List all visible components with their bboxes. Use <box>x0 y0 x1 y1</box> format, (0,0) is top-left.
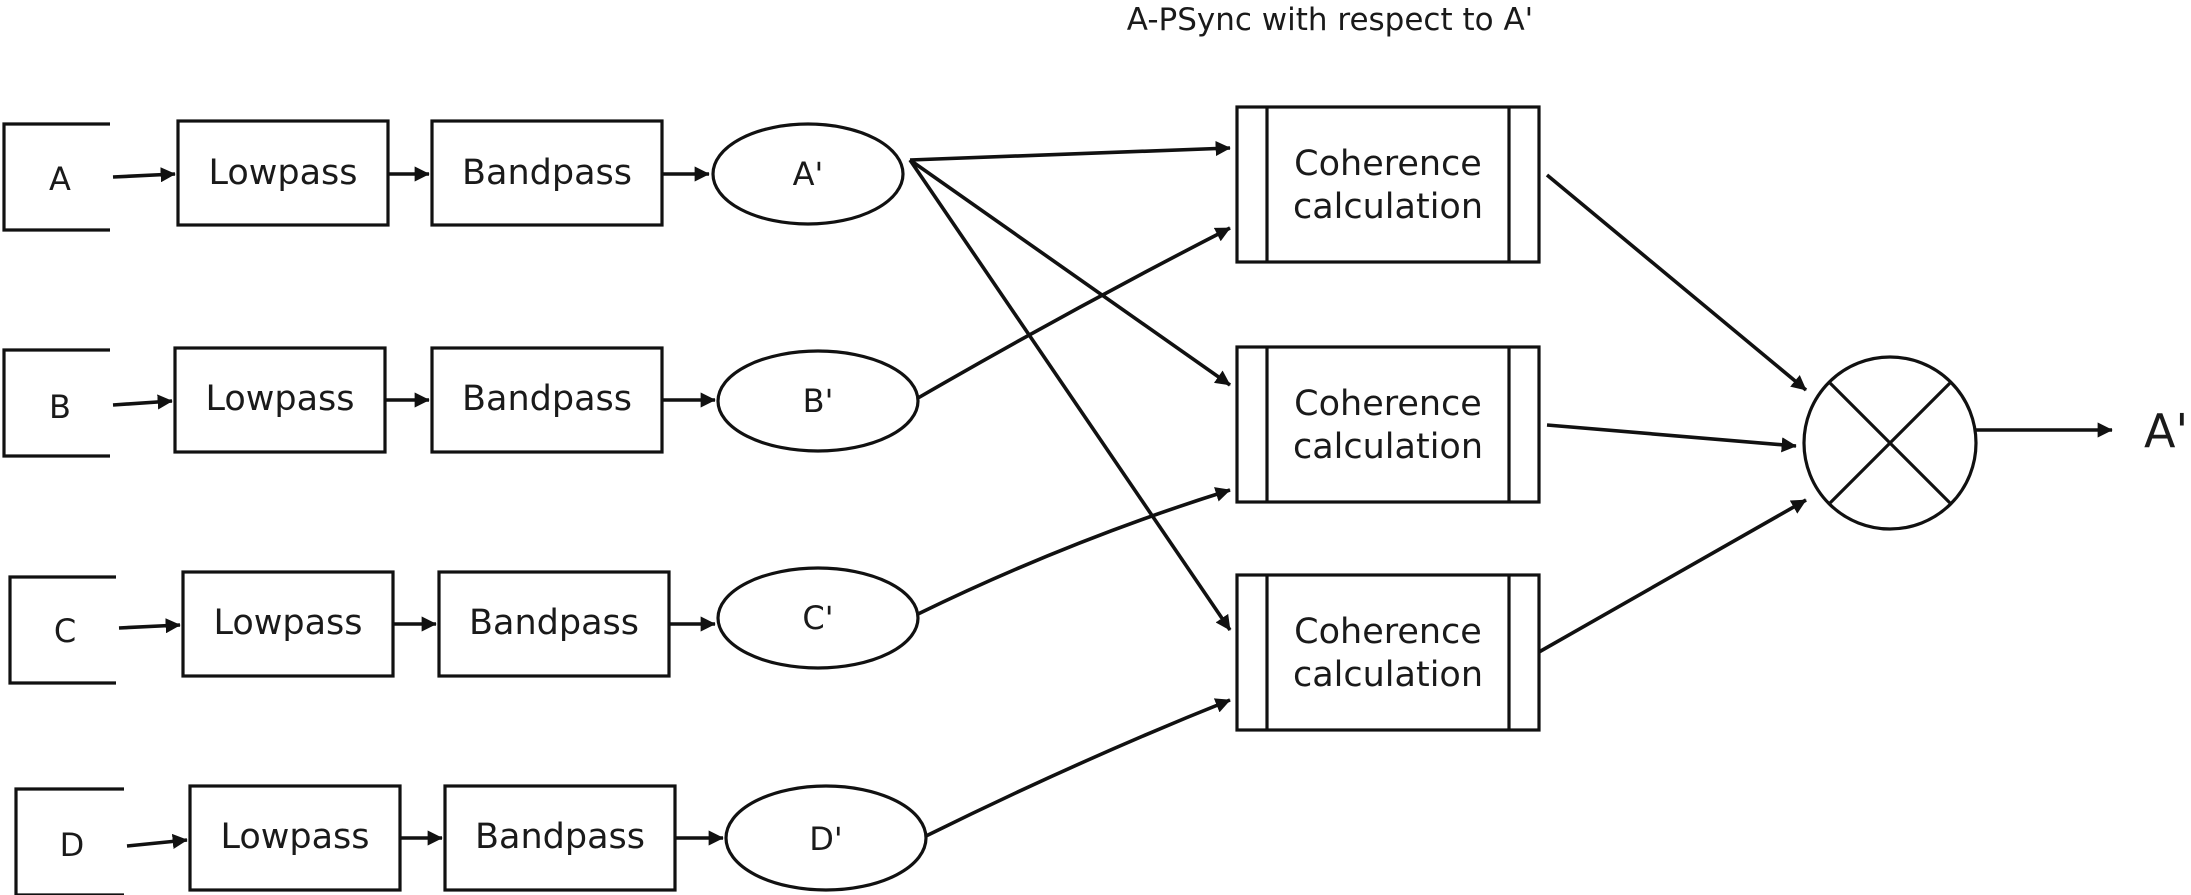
bandpass-label-a: Bandpass <box>462 153 632 193</box>
signal-a-prime <box>711 122 905 226</box>
signal-d-prime-label: D' <box>809 820 842 858</box>
source-a-label: A <box>49 160 71 198</box>
edge-a-prime-to-coherence-3 <box>908 158 1232 632</box>
coherence-2-line1: Coherence <box>1294 384 1482 424</box>
final-output-label: A' <box>2144 404 2188 458</box>
lowpass-label-b: Lowpass <box>205 379 354 419</box>
diagram-title: A-PSync with respect to A' <box>1127 2 1533 38</box>
edge-coherence-1-to-product <box>1545 173 1808 392</box>
coherence-3-line2: calculation <box>1293 655 1483 695</box>
coherence-2-line2: calculation <box>1293 427 1483 467</box>
multiply-node-cross-2 <box>1827 380 1953 506</box>
row-d: D Lowpass Bandpass D' <box>14 784 928 895</box>
coherence-block-1: Coherence calculation <box>1235 105 1541 264</box>
signal-d-prime <box>724 784 928 892</box>
edge-a-prime-to-coherence-1 <box>909 140 1231 162</box>
source-b-shape <box>2 348 110 458</box>
bandpass-label-b: Bandpass <box>462 379 632 419</box>
source-a-shape <box>2 122 110 232</box>
lowpass-box-d <box>188 784 402 892</box>
lowpass-box-c <box>181 570 395 678</box>
lowpass-label-c: Lowpass <box>213 603 362 643</box>
coherence-1-line1: Coherence <box>1294 144 1482 184</box>
edge-c-prime-to-coherence-2 <box>917 487 1231 616</box>
bandpass-box-a <box>430 119 664 227</box>
edge-d-prime-to-coherence-3 <box>925 698 1231 838</box>
lowpass-label-a: Lowpass <box>208 153 357 193</box>
edge-coherence-3-to-product <box>1538 498 1807 654</box>
edge-b-prime-to-coherence-1 <box>917 226 1231 400</box>
coherence-box-1 <box>1235 105 1541 264</box>
bandpass-box-c <box>437 570 671 678</box>
row-b: B Lowpass Bandpass B' <box>2 346 920 458</box>
coherence-1-line2: calculation <box>1293 187 1483 227</box>
bandpass-box-d <box>443 784 677 892</box>
source-d-label: D <box>60 826 85 864</box>
row-a: A Lowpass Bandpass A' <box>2 119 905 232</box>
edge-coherence-2-to-product <box>1546 423 1797 453</box>
edge-a-prime-to-coherence-2 <box>908 158 1232 387</box>
row-c: C Lowpass Bandpass C' <box>8 566 920 685</box>
coherence-3-line1: Coherence <box>1294 612 1482 652</box>
coherence-block-3: Coherence calculation <box>1235 573 1541 732</box>
signal-c-prime-label: C' <box>802 599 833 637</box>
coherence-box-2 <box>1235 345 1541 504</box>
source-c-shape <box>8 575 116 685</box>
source-b-label: B <box>49 388 71 426</box>
signal-b-prime-label: B' <box>803 382 834 420</box>
coherence-box-3 <box>1235 573 1541 732</box>
edge-b-to-lowpass <box>112 394 173 410</box>
edge-d-to-lowpass <box>126 833 188 849</box>
edge-c-to-lowpass <box>118 618 181 634</box>
multiply-node-icon <box>1802 355 1978 531</box>
source-c-label: C <box>54 612 76 650</box>
signal-a-prime-label: A' <box>793 155 824 193</box>
lowpass-box-b <box>173 346 387 454</box>
bandpass-label-c: Bandpass <box>469 603 639 643</box>
signal-b-prime <box>716 349 920 453</box>
bandpass-label-d: Bandpass <box>475 817 645 857</box>
edge-a-to-lowpass <box>112 167 176 183</box>
signal-c-prime <box>716 566 920 670</box>
lowpass-label-d: Lowpass <box>220 817 369 857</box>
source-d-shape <box>14 787 124 895</box>
coherence-block-2: Coherence calculation <box>1235 345 1541 504</box>
